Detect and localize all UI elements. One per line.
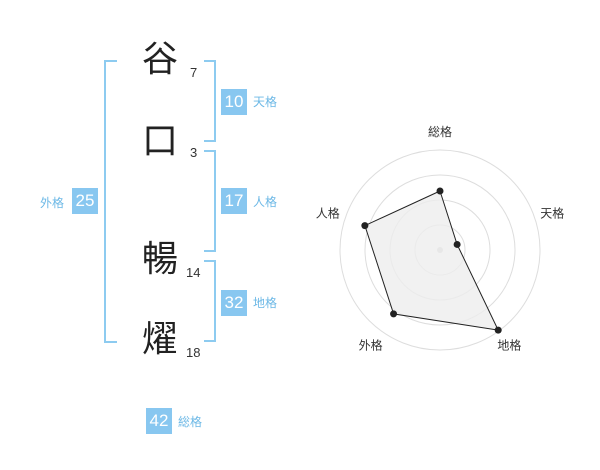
soukaku-label: 総格 [178,415,203,429]
radar-axis-label-5: 人格 [316,206,340,221]
radar-point-5 [361,222,369,230]
tenkaku-bracket [204,60,216,142]
chikaku-bracket [204,260,216,342]
radar-point-4 [390,310,398,318]
stroke-count-4: 18 [186,345,201,360]
stroke-count-1: 7 [190,65,198,80]
stroke-count-3: 14 [186,265,201,280]
name-char-1: 谷 [141,39,178,80]
soukaku-value-badge: 42 [146,408,172,434]
radar-axis-label-3: 地格 [497,338,521,353]
tenkaku-label: 天格 [253,95,278,109]
chikaku-value-badge: 32 [221,290,247,316]
radar-ring-4 [339,149,541,351]
radar-ring-3 [364,174,516,326]
tenkaku-value-badge: 10 [221,89,247,115]
jinkaku-value-badge: 17 [221,188,247,214]
stroke-count-2: 3 [190,145,198,160]
gaikaku-bracket [104,60,117,343]
radar-area [364,190,500,331]
chikaku-label: 地格 [253,296,278,310]
radar-axis-label-1: 総格 [428,124,452,139]
jinkaku-bracket [204,150,216,252]
name-char-4: 燿 [141,319,178,360]
radar-point-1 [436,187,444,195]
name-char-3: 暢 [141,239,178,280]
name-char-2: 口 [141,121,178,162]
radar-axis-label-4: 外格 [359,338,383,353]
radar-point-2 [453,240,461,248]
jinkaku-label: 人格 [253,195,278,209]
radar-axis-label-2: 天格 [540,206,564,221]
gaikaku-value-badge: 25 [72,188,98,214]
gaikaku-label: 外格 [40,196,65,210]
radar-point-3 [494,326,502,334]
